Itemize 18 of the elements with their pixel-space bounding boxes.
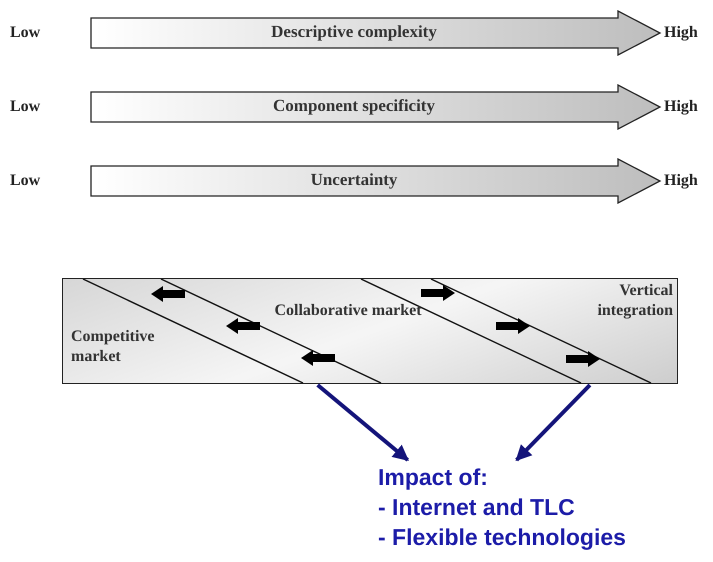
region-label: Competitive market	[71, 327, 156, 367]
scale-label: Component specificity	[272, 96, 436, 116]
impact-item: - Flexible technologies	[378, 523, 627, 552]
scale-end-label: Low	[10, 24, 40, 42]
impact-heading: Impact of:	[378, 463, 489, 492]
band-background	[62, 278, 678, 384]
scale-label: Uncertainty	[310, 170, 398, 190]
scale-end-label: High	[664, 172, 698, 190]
arrow	[316, 383, 409, 462]
scale-end-label: Low	[10, 172, 40, 190]
scale-end-label: High	[664, 24, 698, 42]
scale-end-label: High	[664, 98, 698, 116]
impact-item: - Internet and TLC	[378, 493, 576, 522]
scale-end-label: Low	[10, 98, 40, 116]
region-label: Collaborative market	[273, 301, 423, 321]
region-label: Vertical integration	[596, 281, 673, 321]
arrow	[515, 384, 592, 462]
scale-label: Descriptive complexity	[270, 22, 438, 42]
